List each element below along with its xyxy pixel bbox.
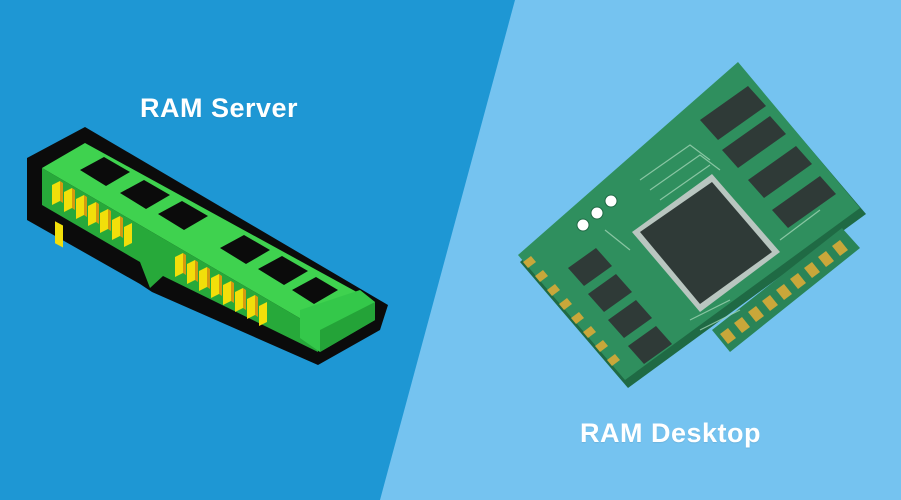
desktop-ram-module-icon — [518, 62, 866, 388]
ram-desktop-label: RAM Desktop — [580, 418, 762, 448]
ram-server-label: RAM Server — [140, 93, 299, 123]
server-ram-module-icon — [27, 127, 388, 365]
